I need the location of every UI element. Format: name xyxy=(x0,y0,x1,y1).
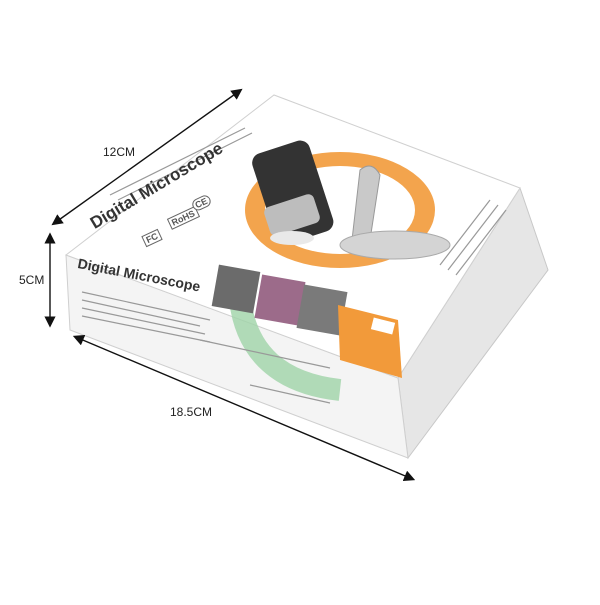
width-arrow xyxy=(51,88,243,226)
depth-label: 18.5CM xyxy=(170,405,213,419)
microscope-image xyxy=(252,140,451,260)
sample-image-2 xyxy=(254,274,306,326)
height-label: 5CM xyxy=(19,273,45,287)
sample-image-1 xyxy=(211,264,261,314)
depth-arrow xyxy=(72,335,416,481)
sample-image-3 xyxy=(296,284,348,336)
width-label: 12CM xyxy=(103,145,136,159)
